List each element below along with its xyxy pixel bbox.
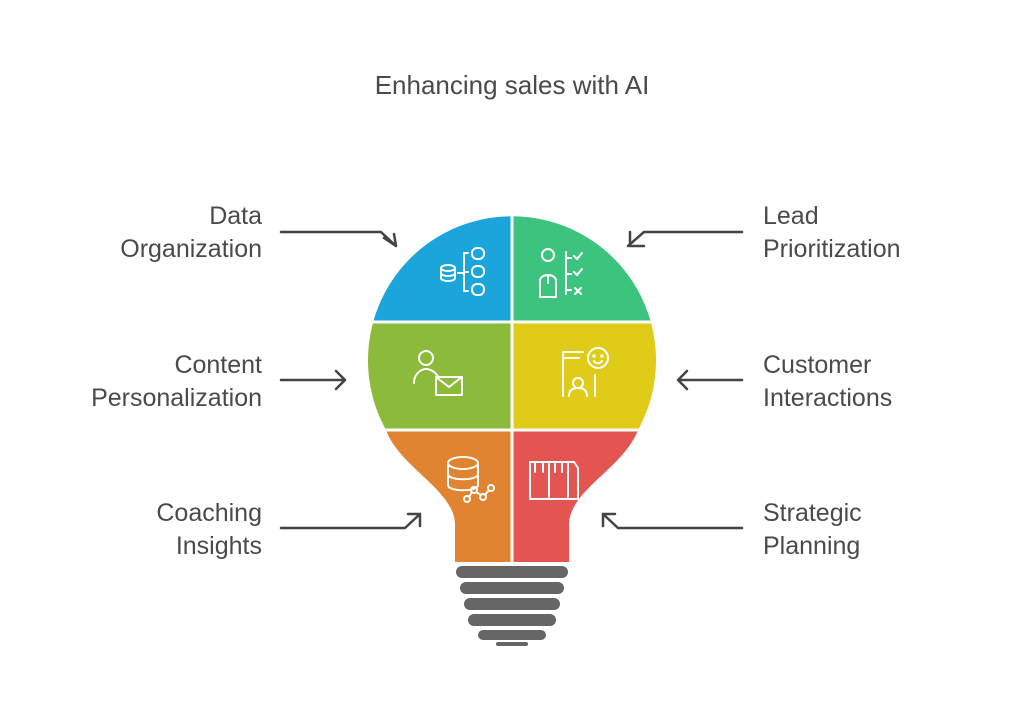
label-line: Strategic bbox=[763, 499, 862, 527]
label-line: Data bbox=[209, 202, 262, 230]
arrow-customer-interactions bbox=[676, 369, 744, 391]
segment-dividers bbox=[368, 216, 656, 563]
kanban-board-icon bbox=[529, 461, 579, 500]
label-line: Customer bbox=[763, 351, 872, 379]
segment-data-organization bbox=[368, 216, 512, 322]
diagram-title: Enhancing sales with AI bbox=[374, 70, 650, 100]
segment-lead-prioritization bbox=[512, 216, 656, 322]
segment-coaching-insights bbox=[368, 430, 512, 563]
label-line: Coaching bbox=[156, 499, 262, 527]
label-line: Personalization bbox=[91, 384, 262, 412]
bulb-base bbox=[456, 566, 568, 646]
arrow-data-organization bbox=[279, 230, 398, 248]
person-checklist-icon bbox=[539, 248, 583, 298]
arrow-lead-prioritization bbox=[626, 230, 744, 248]
arrow-content-personalization bbox=[279, 369, 347, 391]
label-line: Planning bbox=[763, 532, 861, 560]
segment-customer-interactions bbox=[512, 322, 656, 430]
arrow-strategic-planning bbox=[601, 512, 744, 530]
label-line: Content bbox=[174, 351, 262, 379]
label-line: Interactions bbox=[763, 384, 893, 412]
phone-chat-smile-icon bbox=[562, 347, 609, 397]
database-analytics-icon bbox=[447, 456, 495, 503]
label-line: Insights bbox=[175, 532, 262, 560]
database-hierarchy-icon bbox=[440, 247, 485, 296]
label-line: Organization bbox=[120, 235, 262, 263]
arrow-coaching-insights bbox=[279, 512, 422, 530]
label-line: Prioritization bbox=[763, 235, 901, 263]
person-mail-icon bbox=[413, 350, 463, 396]
label-line: Lead bbox=[763, 202, 819, 230]
